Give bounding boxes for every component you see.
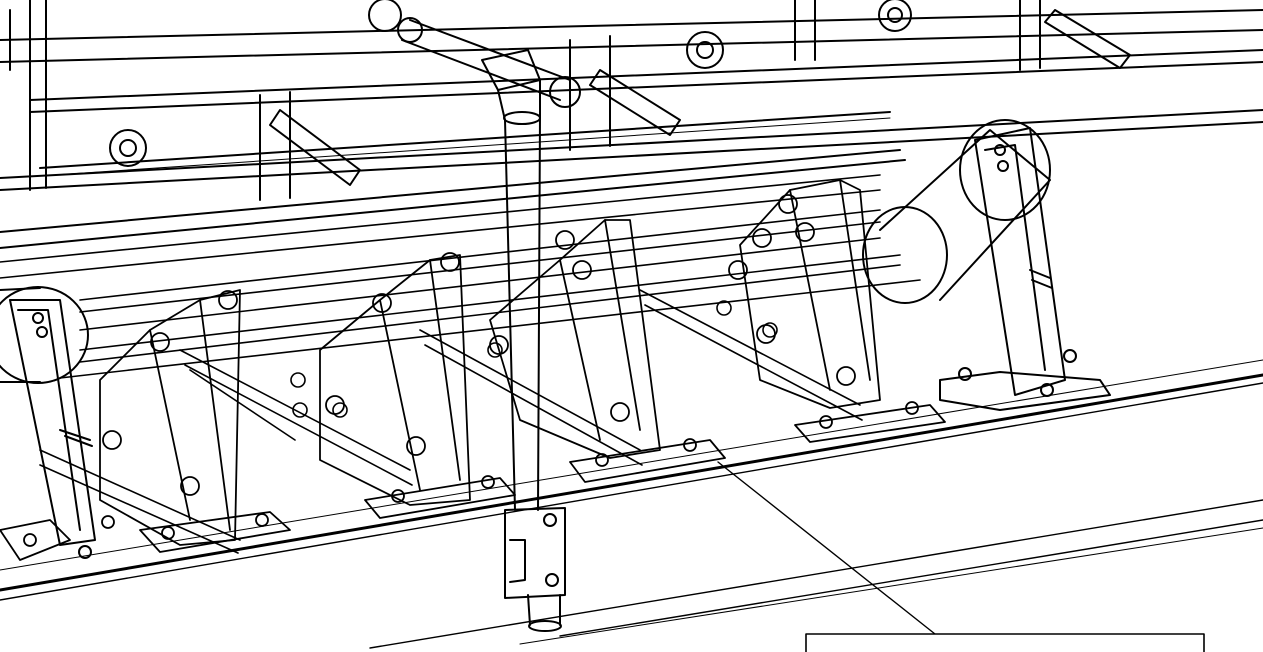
callout-label	[806, 634, 1204, 652]
base-plates	[0, 401, 946, 561]
right-roller	[862, 119, 1051, 304]
upper-frame	[0, 0, 1263, 249]
callout-box	[805, 633, 1205, 652]
right-roller-bracket	[939, 127, 1111, 411]
cross-members	[39, 289, 863, 554]
floor-rails	[0, 359, 1263, 649]
t-handle-post	[397, 17, 581, 632]
left-roller-bracket	[9, 299, 96, 559]
left-roller	[0, 286, 89, 384]
support-brackets	[99, 179, 881, 546]
callout-leader	[717, 461, 936, 635]
